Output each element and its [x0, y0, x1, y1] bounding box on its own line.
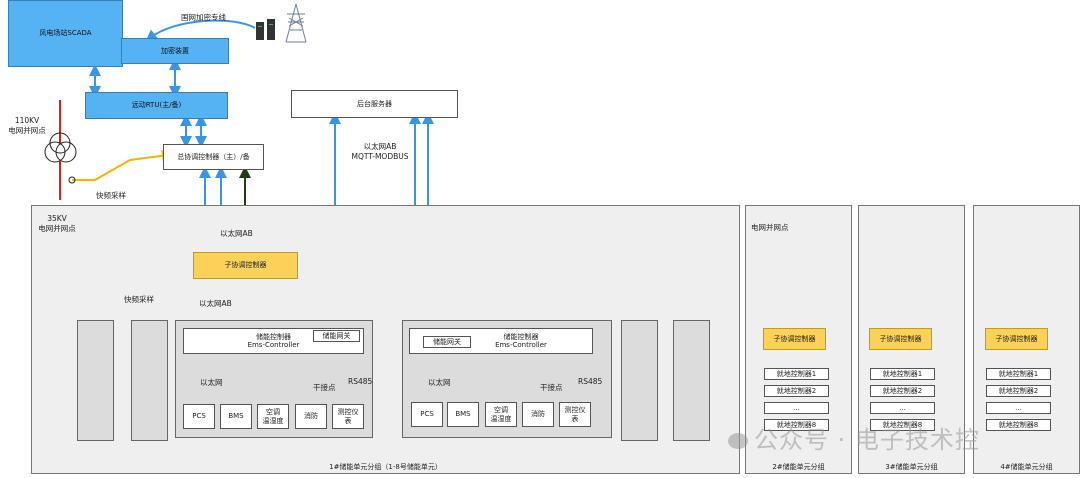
group2-grid-point-label: 电网并网点: [751, 223, 789, 232]
group4-title: 4#储能单元分组: [1000, 462, 1053, 471]
group4-sub-controller-label: 子协调控制器: [995, 334, 1038, 343]
device-fire-left: 消防: [295, 404, 327, 429]
group2-sub-controller: 子协调控制器: [763, 328, 826, 350]
group2-local-controller: 就地控制器2: [764, 385, 829, 397]
device-fire-right: 消防: [522, 402, 554, 427]
group1-sub-controller: 子协调控制器: [193, 252, 298, 279]
device-hvac-right: 空调 温湿度: [485, 402, 517, 427]
local-controller-label: 就地控制器2: [776, 386, 817, 395]
pylon-icon: [285, 3, 307, 43]
device-pcs-right: PCS: [411, 402, 443, 427]
group3-local-controller: 就地控制器2: [870, 385, 935, 397]
device-label: 消防: [304, 412, 318, 421]
device-label: PCS: [192, 412, 206, 421]
backend-server-label: 后台服务器: [357, 99, 392, 108]
dry-contact-left-label: 干接点: [313, 383, 336, 392]
group4-local-controller: 就地控制器2: [986, 385, 1051, 397]
group4-sub-controller: 子协调控制器: [985, 328, 1048, 350]
telecontrol-rtu-box: 远动RTU(主/备): [85, 92, 228, 119]
encryption-device-label: 加密装置: [161, 46, 189, 55]
gateway-left: 储能网关: [313, 330, 360, 342]
watermark-text: 公众号 · 电子技术控: [754, 426, 980, 454]
storage-unit-placeholder: [673, 320, 710, 441]
device-label: PCS: [420, 410, 434, 419]
local-controller-label: 就地控制器2: [998, 386, 1039, 395]
group3-local-controller: 就地控制器8: [870, 419, 935, 431]
master-controller-box: 总协调控制器（主）/备: [163, 144, 264, 170]
local-controller-label: ...: [793, 403, 800, 412]
gateway-right-label: 储能网关: [433, 337, 461, 346]
fast-sampling-110kv-label: 快频采样: [96, 191, 126, 200]
rs485-right-label: RS485: [578, 377, 603, 386]
local-controller-label: 就地控制器1: [998, 369, 1039, 378]
device-label: 消防: [531, 410, 545, 419]
device-hvac-left: 空调 温湿度: [257, 404, 289, 429]
local-controller-label: 就地控制器8: [882, 420, 923, 429]
local-controller-label: 就地控制器2: [882, 386, 923, 395]
backend-server-box: 后台服务器: [291, 90, 458, 118]
local-controller-label: 就地控制器8: [998, 420, 1039, 429]
device-label: 空调 温湿度: [262, 408, 284, 425]
dry-contact-right-label: 干接点: [540, 383, 563, 392]
group1-sub-controller-label: 子协调控制器: [224, 261, 267, 270]
group2-local-controller: 就地控制器8: [764, 419, 829, 431]
ethernet-ab-lower-label: 以太网AB: [199, 299, 232, 308]
local-controller-label: 就地控制器1: [776, 369, 817, 378]
ethernet-left-label: 以太网: [200, 378, 223, 387]
ethernet-ab-upper-label: 以太网AB: [220, 229, 253, 238]
group3-sub-controller-label: 子协调控制器: [879, 334, 922, 343]
device-label: BMS: [228, 412, 244, 421]
storage-unit-placeholder: [621, 320, 658, 441]
rs485-left-label: RS485: [348, 377, 373, 386]
grid-point-35kv-label: 35KV 电网并网点: [38, 214, 76, 233]
group3-sub-controller: 子协调控制器: [869, 328, 932, 350]
local-controller-label: 就地控制器1: [882, 369, 923, 378]
device-pcs-left: PCS: [183, 404, 215, 429]
encryption-device-box: 加密装置: [121, 38, 229, 64]
gateway-right: 储能网关: [423, 336, 471, 348]
local-controller-label: ...: [1015, 403, 1022, 412]
group2-local-controller: 就地控制器1: [764, 368, 829, 380]
group3-local-controller: 就地控制器1: [870, 368, 935, 380]
device-meter-right: 测控仪 表: [559, 402, 591, 427]
server-icon: [256, 19, 275, 40]
ems-controller-left-label: 储能控制器 Ems-Controller: [247, 332, 300, 349]
device-bms-left: BMS: [220, 404, 252, 429]
gateway-left-label: 储能网关: [322, 331, 351, 340]
local-controller-label: ...: [899, 403, 906, 412]
group2-sub-controller-label: 子协调控制器: [773, 334, 816, 343]
wechat-icon: [728, 433, 748, 449]
grid-point-110kv-label: 110KV 电网并网点: [8, 116, 46, 135]
fast-sampling-35kv-label: 快频采样: [124, 295, 154, 304]
group4-local-controller: ...: [986, 402, 1051, 414]
ems-controller-right-label: 储能控制器 Ems-Controller: [495, 332, 547, 349]
storage-unit-placeholder: [77, 320, 114, 441]
dedicated-line-arrow: [145, 19, 256, 42]
scada-label: 风电场站SCADA: [39, 29, 92, 38]
local-controller-label: 就地控制器8: [776, 420, 817, 429]
device-meter-left: 测控仪 表: [332, 404, 364, 429]
storage-unit-placeholder: [131, 320, 168, 441]
device-label: 测控仪 表: [337, 408, 359, 425]
scada-box: 风电场站SCADA: [8, 0, 123, 67]
watermark: 公众号 · 电子技术控: [728, 420, 980, 455]
group4-local-controller: 就地控制器1: [986, 368, 1051, 380]
group2-title: 2#储能单元分组: [772, 462, 825, 471]
dedicated-line-label: 国网加密专线: [181, 13, 226, 22]
group3-title: 3#储能单元分组: [885, 462, 938, 471]
ethernet-mqtt-label: 以太网AB MQTT-MODBUS: [351, 142, 409, 161]
transformer-110kv-icon: [44, 132, 77, 184]
device-label: 空调 温湿度: [490, 406, 512, 423]
device-bms-right: BMS: [447, 402, 479, 427]
group3-local-controller: ...: [870, 402, 935, 414]
group4-local-controller: 就地控制器8: [986, 419, 1051, 431]
device-label: BMS: [455, 410, 471, 419]
group1-title: 1#储能单元分组（1-8号储能单元）: [329, 462, 442, 471]
device-label: 测控仪 表: [564, 406, 586, 423]
ethernet-right-label: 以太网: [428, 378, 451, 387]
master-controller-label: 总协调控制器（主）/备: [177, 152, 250, 161]
group2-local-controller: ...: [764, 402, 829, 414]
telecontrol-rtu-label: 远动RTU(主/备): [131, 101, 182, 110]
